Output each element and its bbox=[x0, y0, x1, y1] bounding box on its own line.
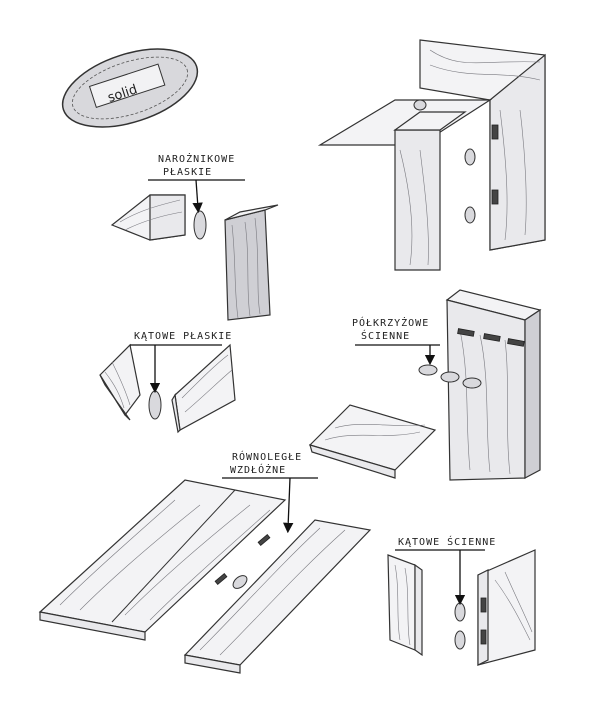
label-katowe-plaskie: KĄTOWE PŁASKIE bbox=[134, 331, 233, 342]
katowe-plaskie-pieces bbox=[99, 343, 236, 434]
label-polkrz-line2: ŚCIENNE bbox=[361, 331, 411, 342]
polkrzyzowe-pieces bbox=[308, 289, 542, 481]
biscuit-logo: solid bbox=[61, 48, 199, 128]
label-rown-line2: WZDŁÓŻNE bbox=[230, 465, 287, 476]
label-narozn-line1: NAROŻNIKOWE bbox=[158, 154, 236, 165]
corner-frame bbox=[317, 39, 546, 271]
katowe-scienne-pieces bbox=[387, 549, 536, 666]
rownolegle-pieces bbox=[38, 479, 372, 674]
label-polkrz-line1: PÓŁKRZYŻOWE bbox=[352, 318, 430, 329]
label-narozn-line2: PŁASKIE bbox=[163, 167, 213, 178]
narozn-pieces bbox=[110, 194, 279, 321]
label-katowe-scienne: KĄTOWE ŚCIENNE bbox=[398, 537, 497, 548]
label-rown-line1: RÓWNOLEGŁE bbox=[232, 452, 303, 463]
